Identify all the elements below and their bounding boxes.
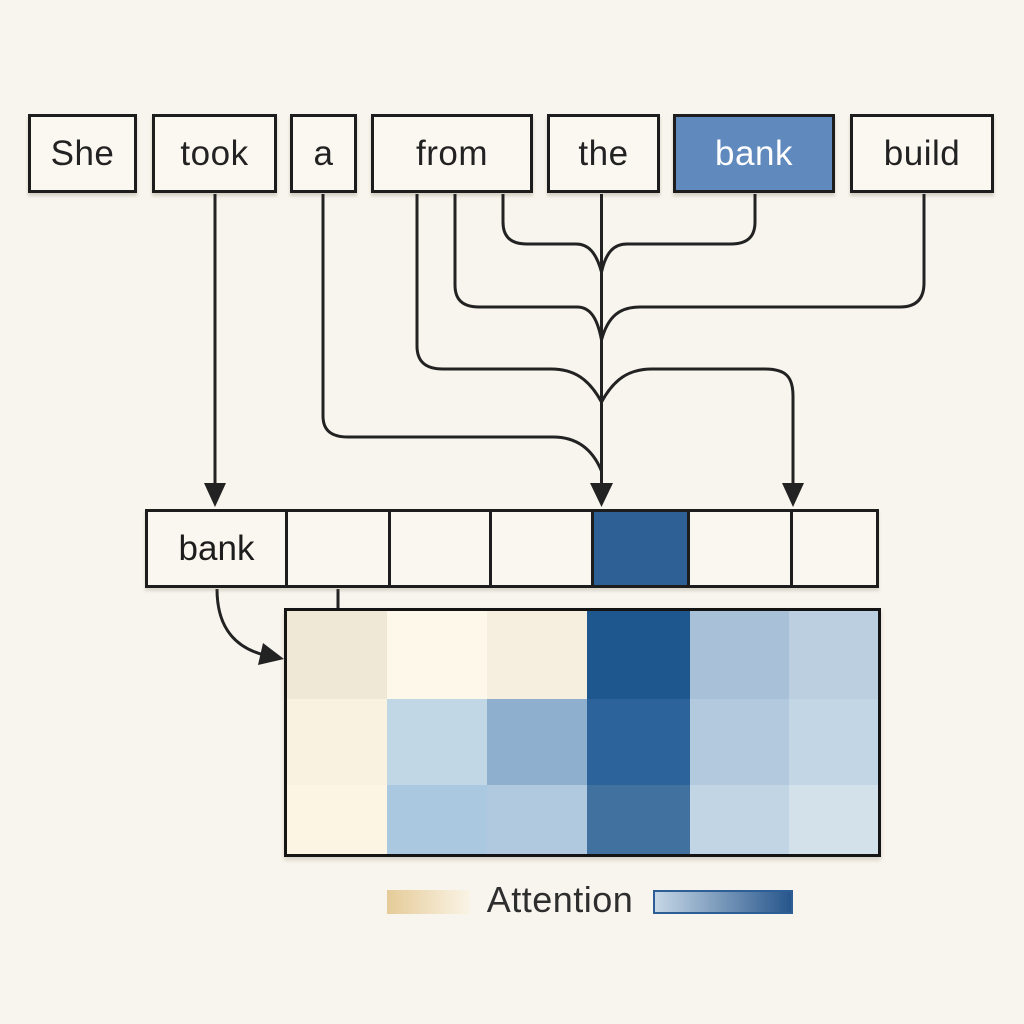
token-box-a: a — [290, 114, 357, 193]
arrow-from-overpass-line — [415, 194, 795, 492]
arrow-bankcell-to-heatmap-line — [215, 588, 265, 657]
heatmap-cell — [387, 785, 487, 854]
heatmap-cell — [690, 699, 789, 785]
arrow-a-merge-line — [321, 194, 603, 472]
context-row: bank — [145, 509, 879, 588]
token-label: from — [416, 133, 488, 173]
arrow-center-head — [590, 483, 613, 507]
legend-low-gradient-swatch — [387, 890, 470, 914]
legend-label: Attention — [486, 879, 634, 920]
heatmap-cell — [487, 699, 587, 785]
attention-heatmap — [284, 608, 881, 857]
heatmap-cell — [690, 785, 789, 854]
heatmap-cell — [487, 785, 587, 854]
heatmap-cell — [690, 611, 789, 699]
token-label: a — [313, 133, 334, 173]
heatmap-cell — [587, 611, 690, 699]
context-cell-bank: bank — [148, 512, 288, 585]
token-box-the: the — [547, 114, 660, 193]
legend-high-gradient-swatch — [653, 890, 793, 914]
arrow-build-merge-line — [600, 194, 926, 341]
token-label: the — [578, 133, 629, 173]
arrow-bank-merge-line — [600, 194, 757, 273]
heatmap-cell — [387, 699, 487, 785]
context-cell — [391, 512, 492, 585]
context-cell-highlighted — [594, 512, 690, 585]
token-label: build — [883, 133, 961, 173]
heatmap-cell — [487, 611, 587, 699]
heatmap-cell — [587, 785, 690, 854]
heatmap-cell — [789, 611, 878, 699]
heatmap-cell — [387, 611, 487, 699]
token-label: took — [180, 133, 249, 173]
context-cell — [492, 512, 594, 585]
heatmap-cell — [789, 699, 878, 785]
arrow-from-mid-merge-line — [453, 194, 603, 341]
arrow-bankcell-to-heatmap-head — [258, 643, 284, 665]
token-box-build: build — [850, 114, 994, 193]
arrow-took-head — [204, 483, 226, 507]
heatmap-cell — [789, 785, 878, 854]
context-cell — [288, 512, 391, 585]
token-box-took: took — [152, 114, 277, 193]
heatmap-cell — [587, 699, 690, 785]
heatmap-cell — [287, 785, 387, 854]
token-label: bank — [715, 133, 793, 173]
token-label: She — [50, 133, 115, 173]
token-box-bank-highlighted: bank — [673, 114, 835, 193]
context-cell — [793, 512, 876, 585]
heatmap-cell — [287, 699, 387, 785]
token-box-she: She — [28, 114, 137, 193]
token-box-from: from — [371, 114, 533, 193]
arrow-right-head — [782, 483, 804, 507]
context-cell-label: bank — [178, 528, 255, 568]
context-cell — [690, 512, 793, 585]
heatmap-cell — [287, 611, 387, 699]
arrow-from-right-merge-line — [501, 194, 603, 273]
